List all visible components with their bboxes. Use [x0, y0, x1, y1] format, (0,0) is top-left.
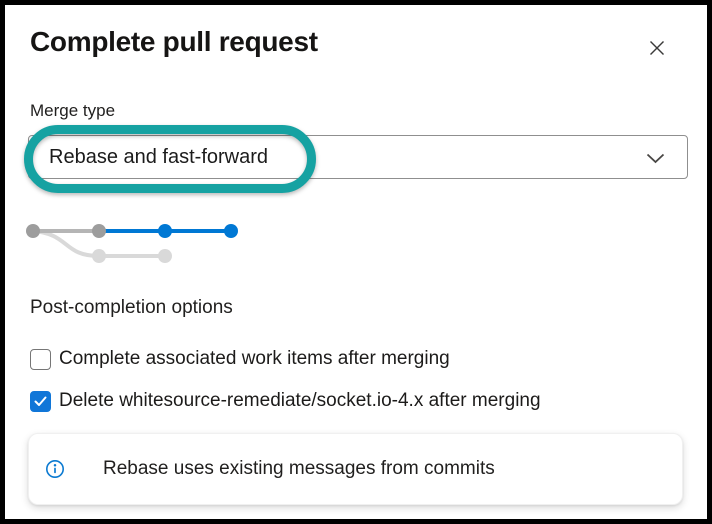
info-circle-icon: [46, 460, 64, 478]
rebased-commit-dot: [224, 224, 238, 238]
option-delete-source-branch[interactable]: Delete whitesource-remediate/socket.io-4…: [30, 390, 541, 412]
rebased-commit-dot: [158, 224, 172, 238]
close-button[interactable]: [642, 33, 672, 63]
option-complete-work-items[interactable]: Complete associated work items after mer…: [30, 348, 450, 370]
base-commit-dot: [92, 224, 106, 238]
checkmark-icon: [34, 396, 47, 406]
delete-branch-checkbox[interactable]: [30, 390, 51, 412]
dialog-title: Complete pull request: [30, 26, 318, 57]
chevron-down-icon: [646, 153, 665, 164]
merge-type-selected-value: Rebase and fast-forward: [49, 145, 269, 168]
base-commit-dot: [26, 224, 40, 238]
merge-type-label: Merge type: [30, 101, 116, 120]
info-message-text: Rebase uses existing messages from commi…: [103, 458, 495, 479]
branch-graph-illustration: [26, 224, 238, 263]
option-label: Complete associated work items after mer…: [59, 348, 450, 369]
post-completion-heading: Post-completion options: [30, 297, 233, 318]
merge-type-dropdown[interactable]: Rebase and fast-forward: [28, 135, 688, 179]
abandoned-commit-dot: [92, 249, 106, 263]
abandoned-commit-dot: [158, 249, 172, 263]
close-icon: [650, 41, 664, 55]
option-label: Delete whitesource-remediate/socket.io-4…: [59, 390, 541, 411]
info-message-card: Rebase uses existing messages from commi…: [28, 433, 683, 505]
complete-work-items-checkbox[interactable]: [30, 348, 51, 370]
